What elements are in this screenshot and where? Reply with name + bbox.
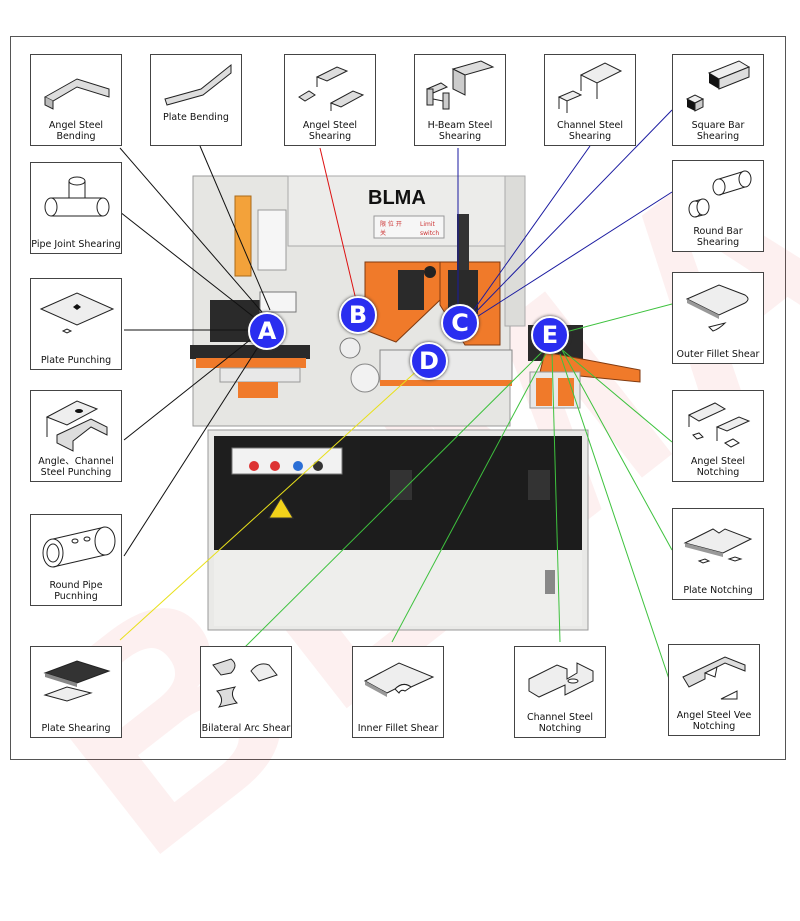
function-h-beam-steel-shearing: H-Beam Steel Shearing (414, 54, 506, 146)
function-channel-steel-notching: Channel Steel Notching (514, 646, 606, 738)
panel-label-line1: Limit (420, 221, 436, 228)
function-plate-bending: Plate Bending (150, 54, 242, 146)
bilateral-arc-icon (212, 658, 278, 708)
function-plate-shearing: Plate Shearing (30, 646, 122, 738)
function-square-bar-shearing: Square Bar Shearing (672, 54, 764, 146)
function-channel-steel-shearing: Channel Steel Shearing (544, 54, 636, 146)
angle-notch-icon (687, 402, 751, 448)
plate-punch-icon (39, 292, 115, 334)
plate-bend-icon (164, 63, 232, 106)
svg-text:限 位 开: 限 位 开 (380, 220, 402, 228)
brand-logo: BLMA (368, 187, 426, 209)
svg-text:关: 关 (380, 229, 386, 237)
panel-label-line2: switch (420, 230, 439, 237)
marker-a: A (248, 312, 286, 350)
marker-e: E (531, 316, 569, 354)
plate-notch-icon (683, 528, 753, 564)
marker-d: D (410, 342, 448, 380)
diagram-frame (10, 36, 786, 760)
angle-shear-icon (298, 66, 365, 111)
function-round-pipe-punching: Round Pipe Pucnhing (30, 514, 122, 606)
function-plate-notching: Plate Notching (672, 508, 764, 600)
marker-c: C (441, 304, 479, 342)
marker-b: B (339, 296, 377, 334)
outer-fillet-icon (685, 284, 749, 332)
function-bilateral-arc-shear: Bilateral Arc Shear (200, 646, 292, 738)
function-angle-channel-steel-punching: Angle、Channel Steel Punching (30, 390, 122, 482)
angle-bend-icon (43, 78, 110, 110)
pipe-joint-icon (44, 176, 110, 217)
function-inner-fillet-shear: Inner Fillet Shear (352, 646, 444, 738)
function-pipe-joint-shearing: Pipe Joint Shearing (30, 162, 122, 254)
function-angel-steel-bending: Angel Steel Bending (30, 54, 122, 146)
channel-punch-icon (45, 400, 108, 452)
h-beam-icon (425, 60, 495, 110)
inner-fillet-icon (363, 662, 435, 697)
round-bar-icon (688, 170, 752, 218)
round-pipe-icon (42, 526, 116, 568)
function-angel-steel-vee-notching: Angel Steel Vee Notching (668, 644, 760, 736)
function-angel-steel-shearing: Angel Steel Shearing (284, 54, 376, 146)
angle-vee-notch-icon (682, 656, 746, 700)
channel-notch-icon (528, 662, 594, 698)
function-angel-steel-notching: Angel Steel Notching (672, 390, 764, 482)
square-bar-icon (685, 60, 751, 112)
function-outer-fillet-shear: Outer Fillet Shear (672, 272, 764, 364)
function-round-bar-shearing: Round Bar Shearing (672, 160, 764, 252)
plate-shear-icon (43, 660, 111, 702)
ironworker-machine: 限 位 开 Limit 关 switch BLMA (190, 175, 641, 631)
function-plate-punching: Plate Punching (30, 278, 122, 370)
channel-shear-icon (557, 62, 623, 113)
leader-lines (119, 109, 673, 689)
